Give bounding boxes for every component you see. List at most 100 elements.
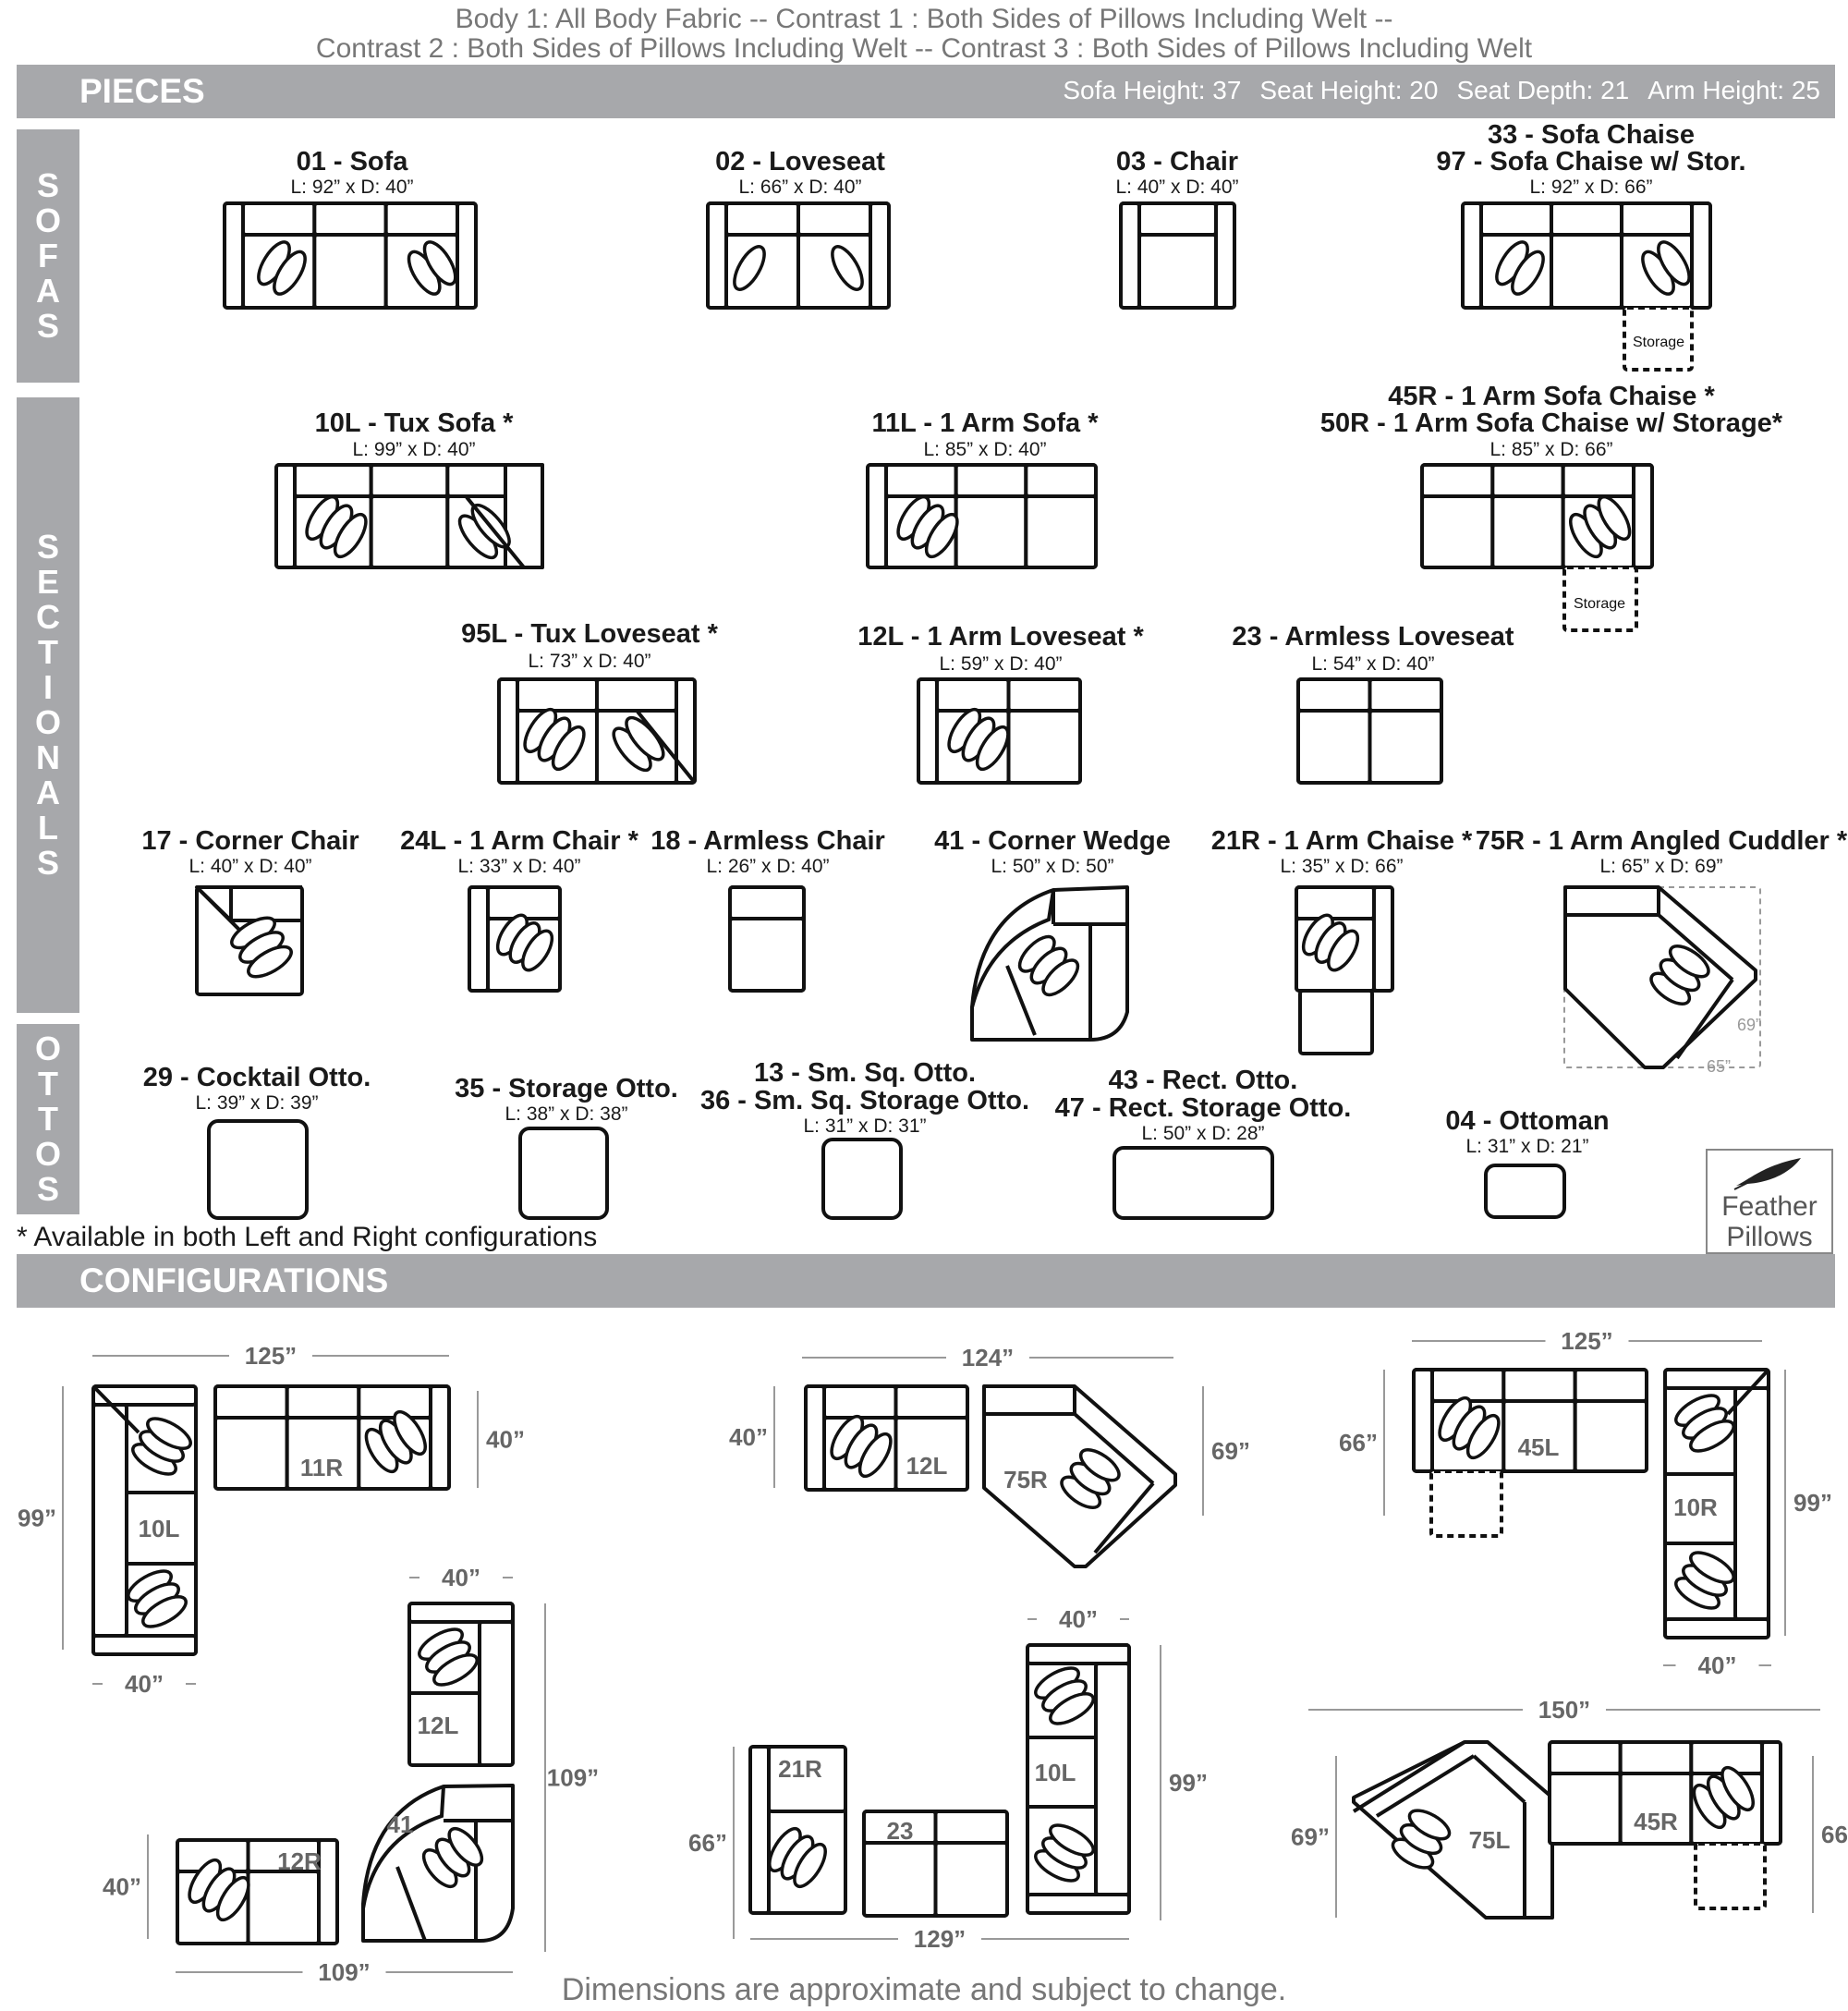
- pillow: [551, 725, 586, 772]
- c5-arm: [748, 1745, 771, 1915]
- c4-bottom-width: 109”: [318, 1958, 370, 1986]
- cuddler-line: [1657, 913, 1734, 981]
- label-storage-otto: 35 - Storage Otto.: [455, 1074, 678, 1103]
- pillow-group: [1674, 1394, 1735, 1453]
- sofa-back-cushion: [724, 201, 800, 237]
- pillow-group: [1017, 934, 1080, 997]
- sofa-back-cushion: [1561, 463, 1635, 498]
- sofa-seat-cushion: [933, 1841, 1009, 1918]
- c6-piece-45r: 45R: [1634, 1808, 1678, 1835]
- ottoman: [1484, 1164, 1566, 1219]
- c3-width: 125”: [1561, 1327, 1612, 1355]
- sofa-back-cushion: [1430, 1368, 1506, 1403]
- fabric-line-1: Body 1: All Body Fabric -- Contrast 1 : …: [455, 4, 1393, 34]
- pillow-group: [495, 913, 554, 972]
- tux-arm-slant: [465, 495, 526, 569]
- sofa-arm-left: [1461, 201, 1483, 310]
- pillow: [831, 245, 864, 291]
- sofa-seat-cushion: [894, 1416, 969, 1492]
- pillow-group: [523, 707, 586, 772]
- c4-piece-12r: 12R: [277, 1847, 322, 1875]
- pillow: [1407, 1809, 1452, 1841]
- sofa-back-cushion: [884, 463, 958, 498]
- c3-storage: [1429, 1469, 1503, 1538]
- sofa-seat-cushion: [1490, 494, 1565, 569]
- dims-one-arm-chaise: L: 35” x D: 66”: [1280, 856, 1404, 877]
- sofa-seat-cushion: [213, 1416, 289, 1491]
- c5-piece-10l: 10L: [1035, 1759, 1076, 1786]
- fabric-line-2: Contrast 2 : Both Sides of Pillows Inclu…: [315, 33, 1533, 64]
- dims-one-arm-loveseat: L: 59” x D: 40”: [939, 653, 1063, 675]
- dims-armless-loveseat: L: 54” x D: 40”: [1311, 653, 1435, 675]
- label-one-arm-chaise: 21R - 1 Arm Chaise *: [1210, 826, 1473, 856]
- sofa-seat-cushion: [312, 233, 388, 310]
- pillow-group: [1060, 1448, 1121, 1509]
- sofa-arm-right: [1690, 201, 1712, 310]
- sofa-back-cushion: [894, 1384, 969, 1420]
- pillow: [215, 1875, 250, 1922]
- dims-armless-chair: L: 26” x D: 40”: [706, 856, 830, 877]
- pillow-group: [1391, 1809, 1452, 1870]
- dims-tux-loveseat: L: 73” x D: 40”: [528, 651, 651, 672]
- c1-bottom-width: 40”: [125, 1670, 164, 1698]
- sofa-back-cushion: [1006, 677, 1082, 713]
- dims-corner-wedge: L: 50” x D: 50”: [991, 856, 1114, 877]
- pillow-group: [1692, 1765, 1755, 1830]
- label-armless-loveseat: 23 - Armless Loveseat: [1232, 622, 1514, 652]
- c3-left: 66”: [1339, 1429, 1378, 1456]
- sofa-back-cushion: [595, 677, 678, 713]
- sofa-back-cushion: [933, 1810, 1009, 1845]
- dims-ottoman: L: 31” x D: 21”: [1465, 1136, 1589, 1157]
- pillow-group: [407, 240, 457, 296]
- c6-cuddler: [1352, 1740, 1554, 1920]
- pieces-title: PIECES: [79, 72, 205, 110]
- sofa-seat-cushion: [1024, 494, 1099, 569]
- c6-cuddler-line: [1472, 1754, 1526, 1804]
- dims-sofa-chaise: L: 92” x D: 66”: [1529, 177, 1653, 198]
- dims-corner-chair: L: 40” x D: 40”: [188, 856, 312, 877]
- pillow: [1049, 1691, 1095, 1725]
- pillow-group: [1674, 1551, 1735, 1610]
- c5-back: [767, 1745, 847, 1813]
- c4-piece-12l: 12L: [418, 1712, 459, 1739]
- sofa-back-cushion: [1573, 1368, 1648, 1403]
- sofa-arm-right: [456, 201, 478, 310]
- pillow-group: [421, 1826, 484, 1889]
- dims-storage-otto: L: 38” x D: 38”: [505, 1103, 628, 1125]
- label-chair: 03 - Chair: [1115, 147, 1239, 177]
- sofa-back-cushion: [1490, 463, 1565, 498]
- pillow-group: [257, 240, 307, 296]
- storage-label: Storage: [1633, 335, 1684, 350]
- c5-top-width: 40”: [1059, 1605, 1098, 1633]
- pillow-group: [896, 494, 959, 559]
- sofa-back-cushion: [312, 201, 388, 237]
- sofa-back-cushion: [285, 1384, 361, 1420]
- storage-compartment: [1562, 566, 1638, 632]
- sofa-back-cushion: [241, 201, 317, 237]
- c3-piece-10r: 10R: [1673, 1493, 1718, 1521]
- pillow: [141, 1594, 188, 1628]
- pillow-group: [188, 1858, 250, 1922]
- feather-pillows-logo: Feather Pillows: [1706, 1149, 1833, 1254]
- pillow-group: [1569, 494, 1632, 559]
- c6-right: 66”: [1821, 1821, 1848, 1848]
- storage-ottoman: [518, 1127, 609, 1220]
- sofa-arm-left: [866, 463, 888, 569]
- c6-storage: [1694, 1842, 1767, 1910]
- sofa-arm-right: [1214, 201, 1236, 310]
- sofa-seat-cushion: [369, 494, 450, 569]
- label-corner-chair: 17 - Corner Chair: [141, 826, 359, 856]
- label-one-arm-sofa-chaise-storage: 50R - 1 Arm Sofa Chaise w/ Storage*: [1319, 408, 1783, 438]
- configurations-header-bar: CONFIGURATIONS: [17, 1254, 1835, 1308]
- sofa-back-cushion: [383, 201, 459, 237]
- pillow: [793, 1842, 827, 1889]
- c1-height: 99”: [18, 1505, 56, 1532]
- c4-arm: [407, 1602, 515, 1624]
- c2-piece-75r: 75R: [1003, 1466, 1048, 1493]
- c2-piece-12l: 12L: [906, 1452, 948, 1480]
- c2-cuddler-line: [1093, 1481, 1155, 1554]
- sofa-arm-left: [468, 885, 490, 993]
- availability-note: * Available in both Left and Right confi…: [17, 1222, 598, 1252]
- sofa-back-cushion: [516, 677, 599, 713]
